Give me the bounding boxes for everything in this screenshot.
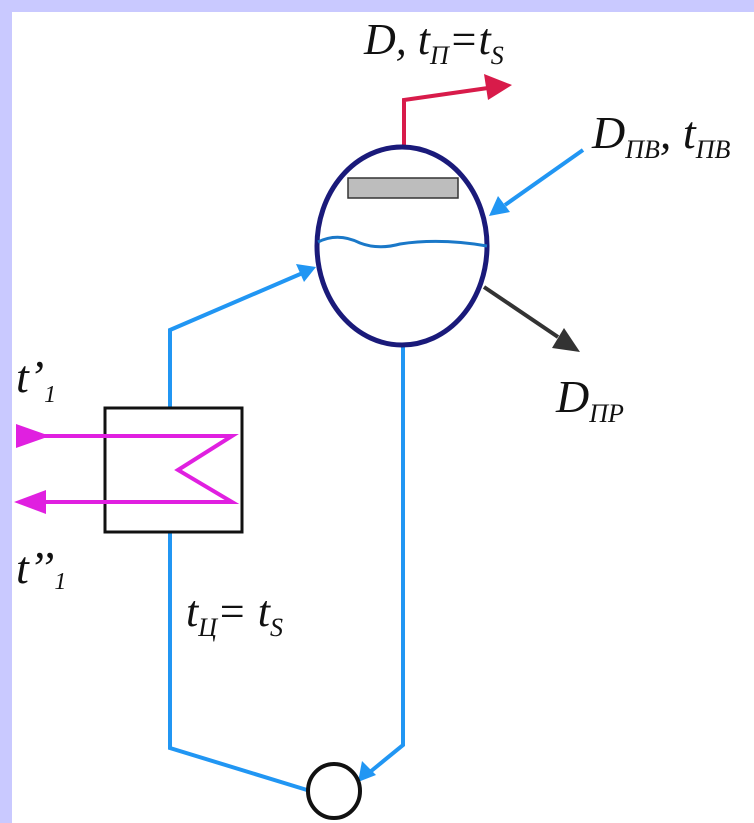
steam-out-arrow — [402, 74, 512, 150]
pump-icon — [306, 762, 362, 820]
label-feedwater: DПВ, tПВ — [591, 107, 730, 164]
label-blowdown: DПР — [555, 371, 624, 428]
diagram-canvas: D, tП=tS DПВ, tПВ DПР t’1 t’’1 tЦ= tS — [14, 15, 730, 820]
downcomer-arrowhead — [358, 761, 376, 782]
riser-line — [168, 270, 306, 408]
feedwater-line — [503, 148, 585, 207]
diagram-frame: D, tП=tS DПВ, tПВ DПР t’1 t’’1 tЦ= tS — [12, 12, 754, 823]
heat-in-arrowhead — [16, 424, 50, 448]
steam-separator — [347, 177, 459, 199]
water-level — [317, 235, 488, 249]
riser-arrowhead — [296, 264, 316, 282]
label-steam-out: D, tП=tS — [363, 15, 504, 70]
heat-exchanger-icon — [14, 406, 244, 534]
heating-coil — [32, 434, 240, 504]
blowdown-arrow — [482, 285, 580, 352]
label-circulation: tЦ= tS — [186, 587, 283, 642]
heat-out-arrowhead — [14, 490, 46, 514]
return-line — [168, 532, 308, 792]
circulation-loop — [168, 148, 585, 792]
label-heat-in: t’1 — [16, 351, 56, 408]
feedwater-arrowhead — [489, 196, 510, 216]
label-heat-out: t’’1 — [16, 542, 66, 595]
downcomer-line — [368, 342, 405, 774]
drum-icon — [314, 144, 490, 348]
